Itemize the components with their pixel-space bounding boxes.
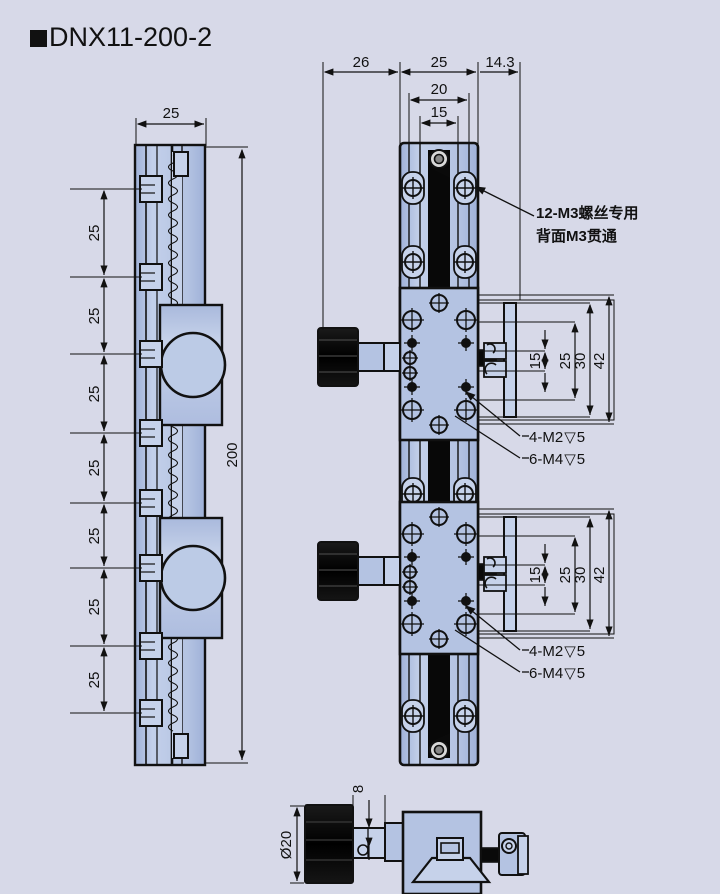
hole-crosshair — [400, 612, 424, 636]
dim-200-overall: 200 — [224, 442, 241, 467]
dim-thickness-8: 8 — [350, 785, 386, 860]
dim-pitch-6: 25 — [86, 599, 103, 616]
dim-14-3: 14.3 — [485, 54, 514, 71]
knob-shaft — [357, 556, 385, 586]
hole-crosshair — [429, 293, 449, 313]
hole-small — [458, 593, 474, 609]
hole-crosshair — [454, 612, 478, 636]
callout-upper-m2: 4-M2▽5 — [529, 429, 585, 446]
hole-tapped — [402, 564, 418, 580]
hole-crosshair — [429, 415, 449, 435]
dim-diameter-20: Ø20 — [278, 831, 295, 859]
hole-small — [404, 593, 420, 609]
hole-crosshair — [454, 398, 478, 422]
lower-knob-circle — [159, 544, 227, 612]
dim-pitch-2: 25 — [86, 308, 103, 325]
page-title: DNX11-200-2 — [30, 22, 212, 53]
dim-l-25: 25 — [557, 567, 574, 584]
dim-l-15: 15 — [527, 567, 544, 584]
dim-inner-chain: 20 15 — [408, 81, 470, 150]
bottom-bearing-hub — [429, 733, 450, 760]
dim-8: 8 — [350, 785, 367, 793]
dovetail-profile — [410, 856, 492, 884]
hole-small — [404, 335, 420, 351]
note-line-2: 背面M3贯通 — [536, 227, 617, 245]
note-line-1: 12-M3螺丝专用 — [536, 204, 639, 222]
title-text: DNX11-200-2 — [49, 22, 213, 52]
dim-25-side-width: 25 — [163, 105, 180, 122]
screw-note-callout: 12-M3螺丝专用 背面M3贯通 — [474, 186, 639, 245]
hole-tapped — [402, 365, 418, 381]
hole-crosshair — [454, 308, 478, 332]
center-channel — [428, 150, 450, 758]
callout-lower-m2: 4-M2▽5 — [529, 643, 585, 660]
dim-l-30: 30 — [572, 567, 589, 584]
dim-pitch-5: 25 — [86, 528, 103, 545]
upper-adjust-knob[interactable] — [317, 327, 401, 387]
hole-crosshair — [400, 308, 424, 332]
left-side-view: 25 200 — [70, 105, 248, 767]
dim-u-25: 25 — [557, 353, 574, 370]
hole-small — [458, 335, 474, 351]
hole-crosshair — [400, 522, 424, 546]
dim-20: 20 — [431, 81, 448, 98]
hole-crosshair — [429, 507, 449, 527]
dim-pitch-chain: 25 25 25 25 25 25 25 — [70, 188, 142, 714]
upper-thread-callouts: 4-M2▽5 6-M4▽5 — [454, 391, 585, 468]
dim-top-chain: 26 25 14.3 — [322, 54, 521, 330]
dim-u-15: 15 — [527, 353, 544, 370]
dim-knob-diameter: Ø20 — [278, 805, 304, 884]
hole-crosshair — [429, 629, 449, 649]
dim-pitch-1: 25 — [86, 225, 103, 242]
dim-l-42: 42 — [591, 567, 608, 584]
bottom-end-view: Ø20 8 — [278, 785, 529, 894]
dim-pitch-7: 25 — [86, 672, 103, 689]
dim-u-30: 30 — [572, 353, 589, 370]
lower-detail-dimensions: 15 25 30 42 — [477, 508, 615, 639]
knob-collar — [383, 342, 401, 372]
dim-pitch-4: 25 — [86, 460, 103, 477]
knob-collar — [383, 556, 401, 586]
upper-knob-circle — [159, 331, 227, 399]
lower-adjust-knob[interactable] — [317, 541, 401, 601]
end-view-knob[interactable] — [304, 804, 354, 884]
end-view-collar — [384, 822, 404, 862]
rail-bottom-endcap — [173, 733, 189, 759]
dim-25-top: 25 — [431, 54, 448, 71]
dim-pitch-3: 25 — [86, 386, 103, 403]
dim-overall-length: 200 — [205, 146, 248, 764]
end-view-right-stub — [480, 832, 529, 876]
callout-lower-m4: 6-M4▽5 — [529, 665, 585, 682]
dim-26: 26 — [353, 54, 370, 71]
center-front-view: 26 25 14.3 20 15 12-M3螺丝专用 背面M3贯通 — [317, 54, 639, 767]
top-bearing-hub — [429, 149, 450, 178]
hole-crosshair — [454, 522, 478, 546]
hole-small — [404, 549, 420, 565]
hole-small — [404, 379, 420, 395]
callout-upper-m4: 6-M4▽5 — [529, 451, 585, 468]
hole-tapped — [402, 350, 418, 366]
dim-u-42: 42 — [591, 353, 608, 370]
dim-side-width: 25 — [135, 105, 207, 146]
upper-detail-dimensions: 15 25 30 42 — [477, 294, 615, 425]
lower-stage-block — [317, 500, 507, 656]
bullet-square-icon — [30, 30, 47, 47]
knob-shaft — [357, 342, 385, 372]
hole-crosshair — [400, 398, 424, 422]
dim-15-top: 15 — [431, 104, 448, 121]
rail-top-endcap — [173, 151, 189, 177]
hole-small — [458, 549, 474, 565]
hole-tapped — [402, 579, 418, 595]
lower-thread-callouts: 4-M2▽5 6-M4▽5 — [454, 605, 585, 682]
